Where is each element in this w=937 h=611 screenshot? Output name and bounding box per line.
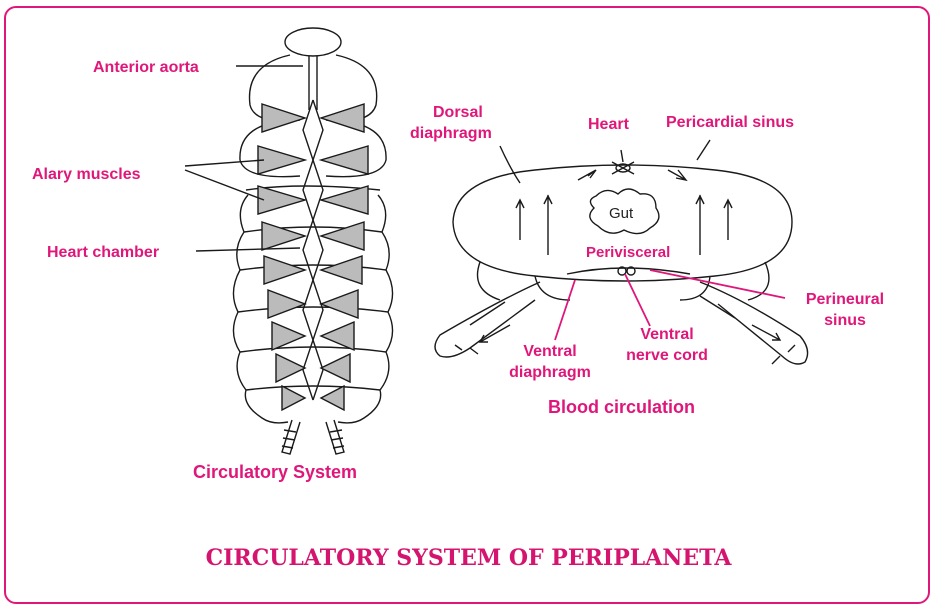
label-ventral-diaphragm-line2: diaphragm [500, 363, 600, 382]
cockroach-dorsal-drawing [185, 28, 393, 454]
label-gut: Gut [609, 205, 633, 222]
label-heart: Heart [588, 115, 629, 134]
label-ventral-nerve-cord-line2: nerve cord [612, 346, 722, 365]
caption-blood-circulation: Blood circulation [548, 398, 695, 417]
label-anterior-aorta: Anterior aorta [93, 58, 199, 77]
label-pericardial-sinus: Pericardial sinus [666, 113, 794, 132]
label-ventral-nerve-cord-line1: Ventral [612, 325, 722, 344]
label-perineural-line1: Perineural [780, 290, 910, 309]
label-dorsal-diaphragm-line2: diaphragm [410, 124, 492, 143]
caption-circulatory-system: Circulatory System [193, 463, 357, 482]
label-perineural-line2: sinus [780, 311, 910, 330]
label-dorsal-diaphragm-line1: Dorsal [433, 103, 483, 122]
label-perivisceral: Perivisceral [586, 243, 670, 262]
page-title: CIRCULATORY SYSTEM OF PERIPLANETA [0, 545, 937, 571]
label-heart-chamber: Heart chamber [47, 243, 159, 262]
label-ventral-diaphragm-line1: Ventral [500, 342, 600, 361]
label-alary-muscles: Alary muscles [32, 165, 141, 184]
